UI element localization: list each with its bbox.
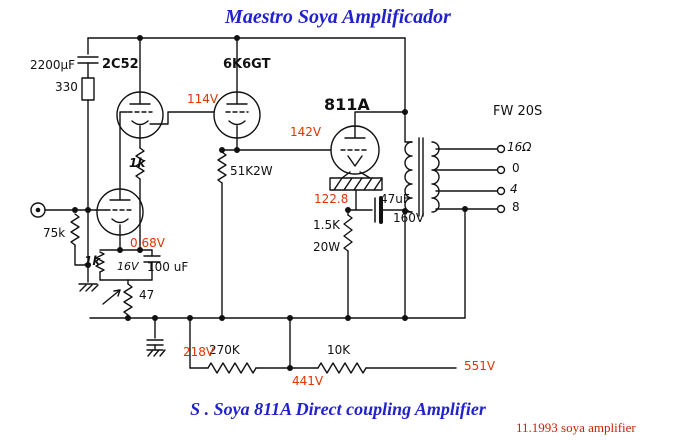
tube-2c52-input-symbol bbox=[96, 188, 144, 236]
resistor-10k-symbol bbox=[317, 362, 367, 374]
label-tap-8: 8 bbox=[512, 200, 520, 214]
schematic-caption: S . Soya 811A Direct coupling Amplifier bbox=[190, 399, 486, 419]
wires bbox=[44, 37, 498, 369]
label-cap-47uf: 47uF bbox=[380, 192, 410, 206]
label-res-270k: 270K bbox=[209, 343, 240, 357]
label-cap-100uf: 100 uF bbox=[147, 260, 189, 274]
resistor-51k-symbol bbox=[217, 151, 227, 184]
label-res-1k-plate: 1k bbox=[129, 156, 146, 170]
date-note: 11.1993 soya amplifier bbox=[516, 420, 636, 435]
resistor-1k-plate-symbol bbox=[135, 147, 145, 180]
pot-wiper-arrow bbox=[102, 289, 121, 305]
label-voltage-0-68v: 0.68V bbox=[130, 236, 165, 250]
resistor-1k-cathode-symbol bbox=[95, 251, 105, 273]
label-tap-0: 0 bbox=[512, 161, 520, 175]
resistor-270k-symbol bbox=[207, 362, 257, 374]
output-transformer-symbol bbox=[404, 137, 440, 217]
input-jack bbox=[30, 202, 46, 218]
tube-6k6gt-symbol bbox=[213, 91, 261, 139]
ground-symbol-left bbox=[78, 283, 99, 292]
resistor-330-symbol bbox=[81, 77, 95, 101]
label-voltage-114v: 114V bbox=[187, 92, 219, 106]
resistor-47-symbol bbox=[123, 283, 133, 316]
label-res-330: 330 bbox=[55, 80, 78, 94]
schematic-title: Maestro Soya Amplificador bbox=[225, 6, 451, 28]
label-res-10k: 10K bbox=[327, 343, 351, 357]
label-res-1k5-watt: 20W bbox=[313, 240, 341, 254]
label-transformer-model: FW 20S bbox=[493, 104, 543, 119]
junction-dots bbox=[72, 35, 468, 371]
label-tap-4: 4 bbox=[510, 182, 518, 196]
label-tube-6k6gt: 6K6GT bbox=[223, 57, 271, 72]
label-voltage-142v: 142V bbox=[290, 125, 322, 139]
resistor-1k5-symbol bbox=[343, 214, 353, 252]
filament-balance-pot bbox=[329, 177, 383, 191]
label-voltage-551v: 551V bbox=[464, 359, 496, 373]
capacitor-2200uf-symbol bbox=[77, 56, 99, 64]
label-tube-811a: 811A bbox=[324, 95, 370, 114]
output-terminals bbox=[496, 144, 506, 214]
tube-811a-symbol bbox=[330, 125, 380, 179]
label-voltage-441v: 441V bbox=[292, 374, 324, 388]
label-res-47: 47 bbox=[139, 288, 155, 302]
label-cap-2200uf: 2200µF bbox=[30, 58, 76, 72]
capacitor-ground-symbol bbox=[146, 339, 166, 357]
label-cap-100uf-volt: 16V bbox=[117, 260, 139, 273]
tube-2c52-second-symbol bbox=[116, 91, 164, 139]
capacitor-100uf-symbol bbox=[143, 255, 161, 263]
label-cap-47uf-volt: 160V bbox=[393, 211, 425, 225]
label-tap-16ohm: 16Ω bbox=[507, 140, 532, 154]
label-res-51k: 51K2W bbox=[230, 164, 273, 178]
label-res-75k: 75k bbox=[43, 226, 66, 240]
label-voltage-218v: 218V bbox=[183, 345, 215, 359]
label-res-1k-cathode: 1k bbox=[84, 254, 101, 268]
label-tube-2c52: 2C52 bbox=[102, 57, 139, 72]
resistor-75k-symbol bbox=[70, 213, 80, 246]
label-voltage-122-8: 122.8 bbox=[314, 192, 349, 206]
label-res-1k5: 1.5K bbox=[313, 218, 340, 232]
capacitor-47uf-symbol bbox=[374, 196, 383, 224]
